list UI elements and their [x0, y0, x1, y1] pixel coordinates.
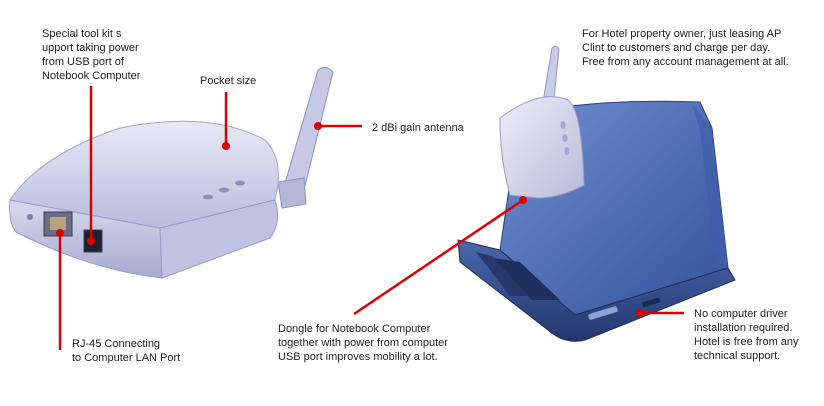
device-top — [9, 120, 279, 229]
rj45-port-contacts — [50, 217, 66, 230]
callout-no-driver: No computer driver installation required… — [694, 308, 799, 362]
usb-dongle — [499, 45, 585, 199]
callout-dot-rj45 — [56, 229, 64, 237]
laptop-keyboard — [476, 252, 560, 300]
callout-dot-driver — [636, 309, 644, 317]
callout-toolkit-usb-power: Special tool kit s upport taking power f… — [42, 28, 141, 82]
callout-antenna-gain: 2 dBi gain antenna — [372, 122, 464, 134]
callout-hotel-leasing: For Hotel property owner, just leasing A… — [582, 28, 789, 68]
pocket-access-point — [9, 66, 334, 279]
callout-notebook-dongle: Dongle for Notebook Computer together wi… — [278, 323, 448, 363]
callout-dots — [56, 122, 644, 317]
antenna — [282, 66, 334, 199]
notebook-computer — [457, 100, 736, 342]
reset-hole — [27, 214, 33, 220]
callout-rj45-port: RJ-45 Connecting to Computer LAN Port — [72, 338, 181, 364]
callout-dot-toolkit — [87, 237, 95, 245]
status-leds — [203, 180, 245, 200]
dongle-body — [499, 96, 585, 199]
callout-line-dongle — [353, 198, 524, 316]
dongle-leds — [560, 121, 570, 155]
callout-dot-dongle — [519, 196, 527, 204]
callout-pocket-size: Pocket size — [200, 75, 257, 87]
callout-dot-antenna — [314, 122, 322, 130]
antenna-hinge — [277, 177, 307, 209]
device-side — [159, 199, 279, 279]
laptop-latch — [588, 306, 618, 320]
callout-lines — [58, 86, 684, 350]
laptop-lid-shade — [692, 104, 728, 270]
dongle-antenna — [543, 45, 560, 99]
laptop-port — [642, 297, 661, 308]
callout-dot-pocket — [222, 142, 230, 150]
